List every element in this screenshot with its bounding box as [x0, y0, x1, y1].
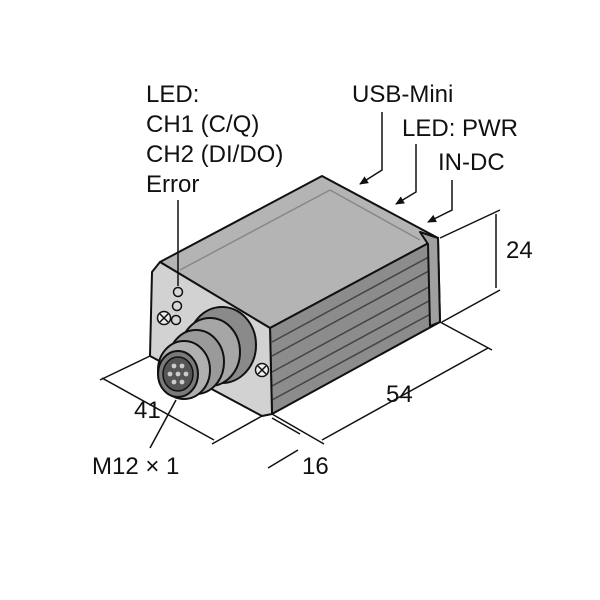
- led-title-label: LED:: [146, 81, 200, 108]
- dim-length-line: [321, 347, 489, 441]
- thread-leader: [149, 399, 177, 449]
- dim-length-label: 54: [386, 381, 413, 408]
- status-leds: [170, 286, 184, 326]
- dim-connector-label: 16: [302, 453, 329, 480]
- usb-mini-label: USB-Mini: [352, 81, 454, 108]
- m12-connector: [157, 306, 257, 400]
- dimension-lines: [99, 209, 501, 469]
- dim-width-label: 41: [134, 397, 161, 424]
- led-ch1: [172, 286, 184, 298]
- ch2-label: CH2 (DI/DO): [146, 141, 284, 168]
- leader-lines: [149, 112, 453, 449]
- dim-width-line: [101, 377, 215, 441]
- usb-leader: [359, 112, 383, 185]
- dim-connector-line: [267, 449, 299, 469]
- led-pwr-label: LED: PWR: [402, 115, 519, 142]
- led-error: [170, 314, 182, 326]
- screw-right: [254, 362, 270, 378]
- thread-label: M12 × 1: [92, 453, 180, 480]
- screw-left: [156, 310, 172, 326]
- housing-end-cap: [419, 231, 441, 327]
- dim-height-label: 24: [506, 237, 533, 264]
- error-label: Error: [146, 171, 200, 198]
- indc-leader: [427, 180, 453, 223]
- in-dc-label: IN-DC: [438, 149, 505, 176]
- led-ch2: [171, 300, 183, 312]
- pwr-leader: [395, 144, 417, 205]
- housing-side-ribs: [271, 251, 439, 401]
- ch1-label: CH1 (C/Q): [146, 111, 260, 138]
